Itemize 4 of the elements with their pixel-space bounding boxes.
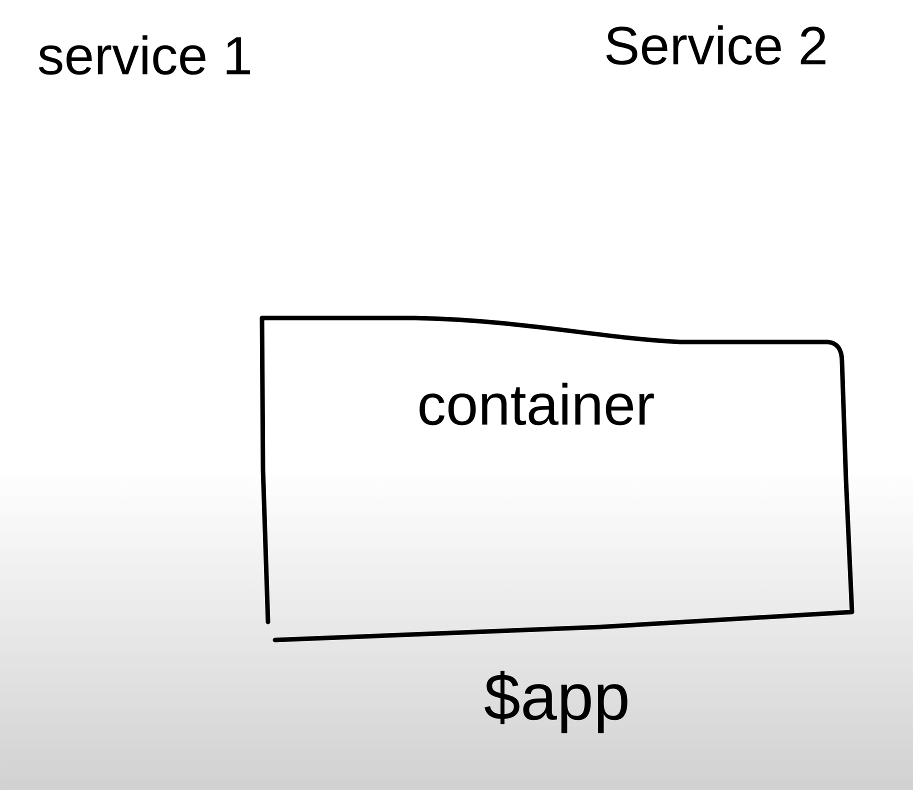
container-box: container xyxy=(260,316,854,642)
caption-text: $app xyxy=(484,670,628,734)
label-text: service 1 xyxy=(38,35,250,75)
label-text: Service 2 xyxy=(606,25,826,65)
